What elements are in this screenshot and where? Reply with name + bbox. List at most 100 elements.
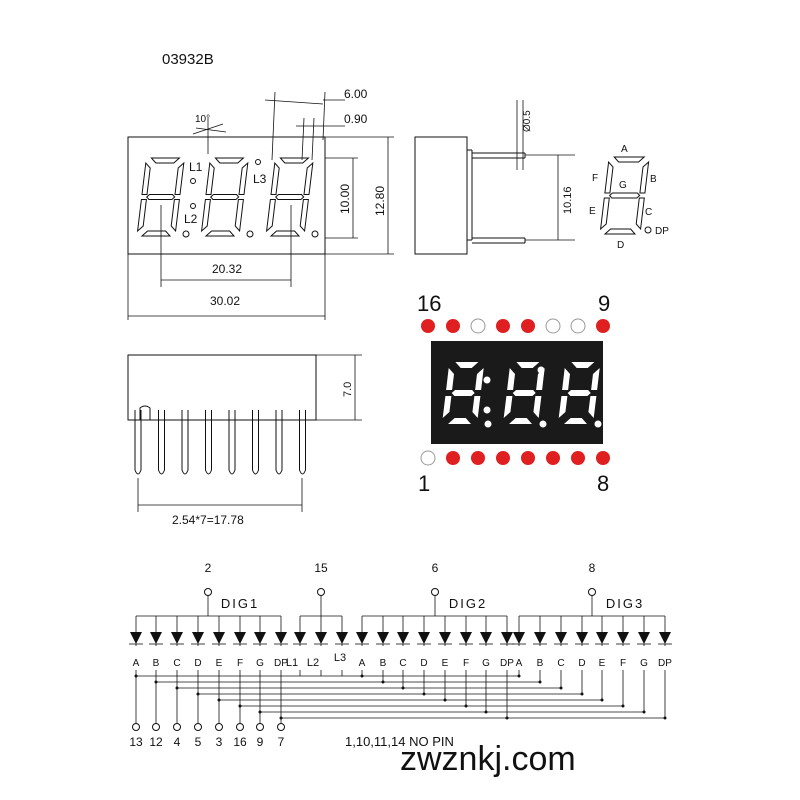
part-number-title: 03932B — [162, 51, 214, 68]
pin-dot-bottom — [596, 451, 610, 465]
bottom-pin — [252, 410, 259, 475]
segmap-a: A — [621, 144, 628, 155]
digit-label-1: DIG1 — [221, 596, 259, 611]
segment-d — [603, 228, 637, 235]
seg-label-dig3: B — [537, 658, 544, 669]
segment-e — [599, 197, 610, 231]
dim-10-00: 10.00 — [338, 184, 352, 214]
seg-label-dig1: G — [256, 658, 264, 669]
pin-number-7: 7 — [278, 735, 285, 749]
pin-dot-bottom — [571, 451, 585, 465]
dim-6-00: 6.00 — [344, 87, 368, 101]
segment-c — [472, 396, 481, 418]
pin-dot-top — [570, 318, 586, 334]
photo-digit-2 — [503, 362, 545, 424]
segment-c — [234, 199, 244, 233]
segmap-g: G — [619, 180, 627, 191]
segment-a — [150, 157, 181, 164]
diode — [596, 632, 608, 644]
seg-label-dig1: D — [194, 658, 201, 669]
segment-e — [442, 396, 452, 418]
pin-number-12: 12 — [149, 735, 163, 749]
segment-c — [588, 396, 597, 418]
segment-a — [279, 157, 310, 164]
diode — [130, 632, 142, 644]
pin-dot-bottom — [446, 451, 460, 465]
diode — [480, 632, 492, 644]
diode — [336, 632, 348, 644]
pin-dot-top — [596, 319, 610, 333]
diode — [213, 632, 225, 644]
digit-label-3: DIG3 — [606, 596, 644, 611]
pin-label-9: 9 — [598, 291, 610, 316]
bottom-pin — [228, 410, 236, 475]
diode — [659, 632, 671, 644]
front-digit-2 — [200, 157, 249, 237]
diode — [460, 632, 472, 644]
diode — [294, 632, 306, 644]
diode — [377, 632, 389, 644]
segment-f — [562, 368, 570, 390]
diode — [555, 632, 567, 644]
segment-g — [608, 192, 641, 199]
seg-label-dig1: C — [173, 658, 180, 669]
segment-b — [174, 161, 185, 195]
diode — [576, 632, 588, 644]
seg-label-dig3: D — [578, 658, 585, 669]
pin-terminal — [236, 723, 244, 731]
segment-e — [136, 199, 147, 233]
pin-dot-bottom — [546, 451, 560, 465]
bottom-pin — [181, 410, 189, 475]
seg-label-dig3: C — [557, 658, 564, 669]
segment-g — [512, 390, 536, 396]
pin-label-8: 8 — [597, 471, 609, 496]
pin-number-3: 3 — [216, 735, 223, 749]
side-view: Ø0.5 10.16 — [414, 100, 575, 255]
no-pin-note: 1,10,11,14 NO PIN — [345, 734, 454, 749]
segment-c — [170, 199, 180, 233]
seg-label-dig2: DP — [500, 658, 514, 669]
seg-label-dig2: F — [463, 658, 469, 669]
photo-digit-3 — [558, 362, 600, 424]
photo-digit-1 — [442, 362, 484, 424]
pin-number-4: 4 — [174, 735, 181, 749]
segment-g — [274, 194, 305, 200]
segment-b — [303, 161, 314, 195]
segment-e — [503, 396, 513, 418]
seg-label-dig3: A — [516, 658, 523, 669]
pin-dot-bottom — [471, 451, 485, 465]
pin-terminal — [152, 723, 160, 731]
seg-label-dig1: E — [216, 658, 223, 669]
diode — [356, 632, 368, 644]
seg-label-dig1: A — [133, 658, 140, 669]
diode — [234, 632, 246, 644]
pin-terminal — [277, 723, 285, 731]
segment-g — [145, 194, 176, 200]
segment-d — [564, 418, 587, 424]
pin-number-16: 16 — [233, 735, 247, 749]
segment-g — [209, 194, 240, 200]
pin-dot-top — [446, 319, 460, 333]
segment-map-digit — [599, 156, 650, 235]
seg-label-dig2: E — [442, 658, 449, 669]
label-l2-schem: L2 — [307, 657, 319, 669]
seg-label-dig3: G — [640, 658, 648, 669]
front-digit-1 — [136, 157, 185, 237]
segment-d — [509, 418, 532, 424]
seg-label-dig1: DP — [274, 658, 288, 669]
pin-terminal — [256, 723, 264, 731]
segment-c — [299, 199, 309, 233]
segment-g — [451, 390, 475, 396]
segment-d — [140, 230, 172, 237]
pin-dot-top — [521, 319, 535, 333]
segment-b — [639, 160, 650, 194]
segment-g — [567, 390, 591, 396]
pin-dot-top — [545, 318, 561, 334]
pin-dot-top — [421, 319, 435, 333]
segment-d — [204, 230, 236, 237]
diode — [315, 632, 327, 644]
seg-label-dig2: G — [482, 658, 490, 669]
front-view: L1 L2 L3 10° 6.00 0.90 10.00 12.80 — [127, 87, 394, 320]
dim-12-80: 12.80 — [373, 186, 387, 216]
